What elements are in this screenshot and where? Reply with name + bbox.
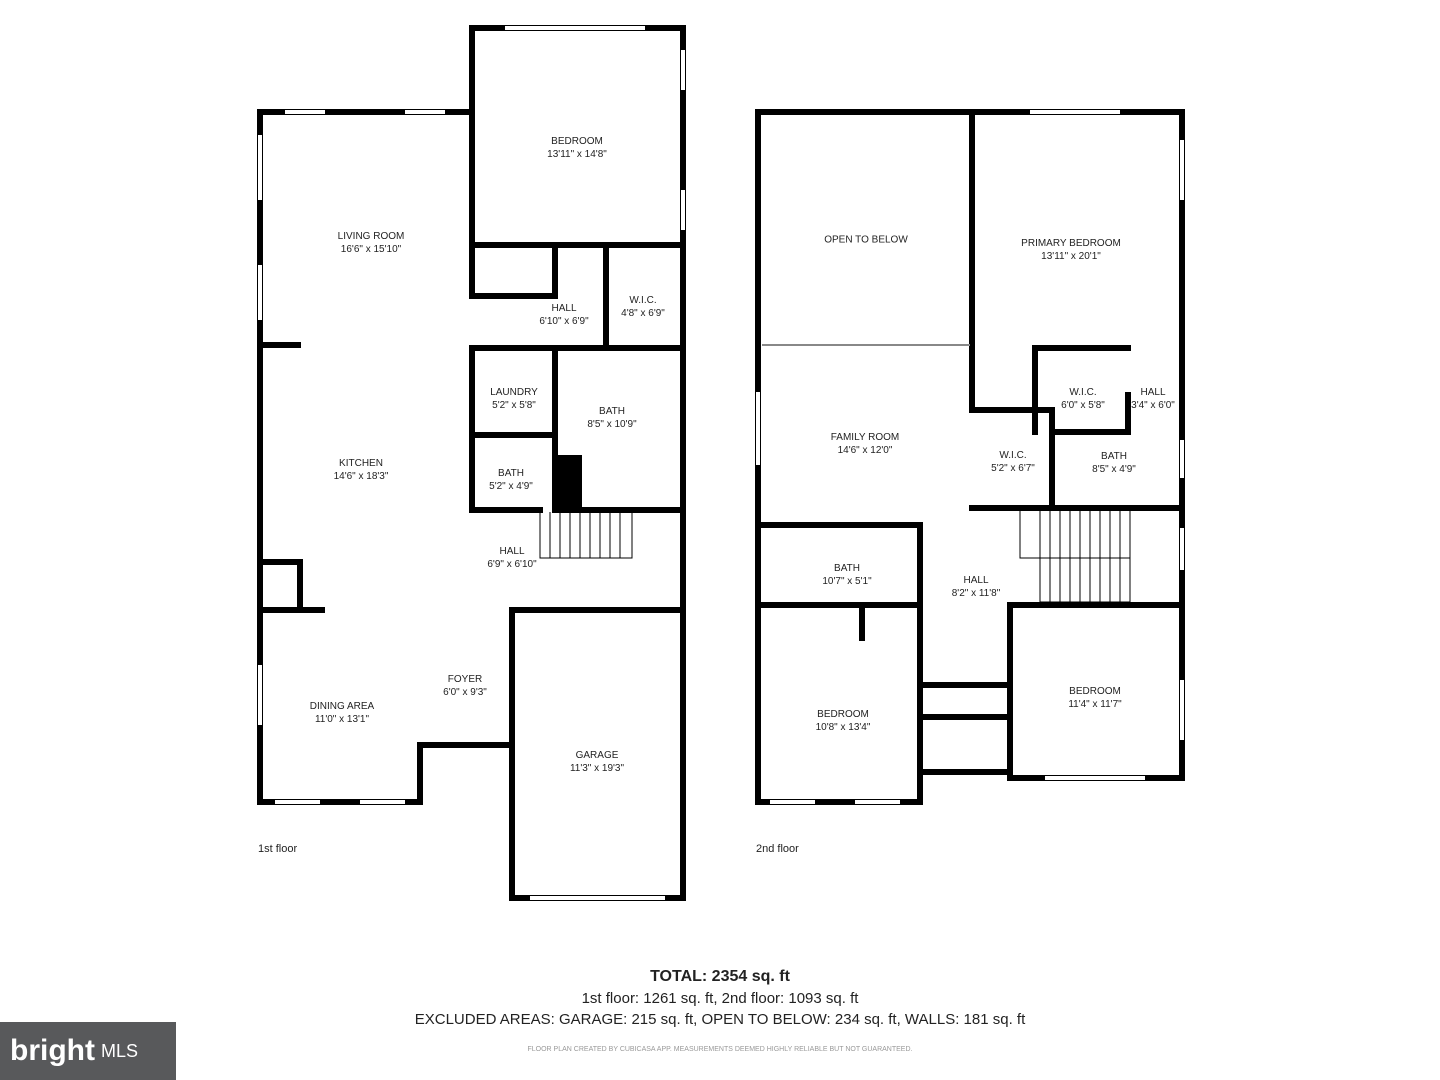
room-label: W.I.C.4'8" x 6'9" <box>621 295 665 319</box>
bright-mls-logo: bright MLS <box>0 1022 176 1080</box>
excluded-areas: EXCLUDED AREAS: GARAGE: 215 sq. ft, OPEN… <box>414 1011 1026 1028</box>
disclaimer: FLOOR PLAN CREATED BY CUBICASA APP. MEAS… <box>527 1046 913 1053</box>
total-area: TOTAL: 2354 sq. ft <box>650 968 790 985</box>
logo-suffix: MLS <box>100 1040 138 1061</box>
stairs-1 <box>539 512 633 559</box>
floor-areas: 1st floor: 1261 sq. ft, 2nd floor: 1093 … <box>581 990 859 1007</box>
logo-brand: bright <box>10 1034 95 1067</box>
chimney-block <box>555 455 582 508</box>
first-floor-walls <box>257 25 686 901</box>
room-label: W.I.C.6'0" x 5'8" <box>1061 387 1105 411</box>
floor-label-2: 2nd floor <box>756 843 799 855</box>
windows <box>258 26 1184 900</box>
stairs-2 <box>1019 510 1131 603</box>
room-label: W.I.C.5'2" x 6'7" <box>991 450 1035 474</box>
room-label: OPEN TO BELOW <box>824 234 908 246</box>
floor-label-1: 1st floor <box>258 843 298 855</box>
